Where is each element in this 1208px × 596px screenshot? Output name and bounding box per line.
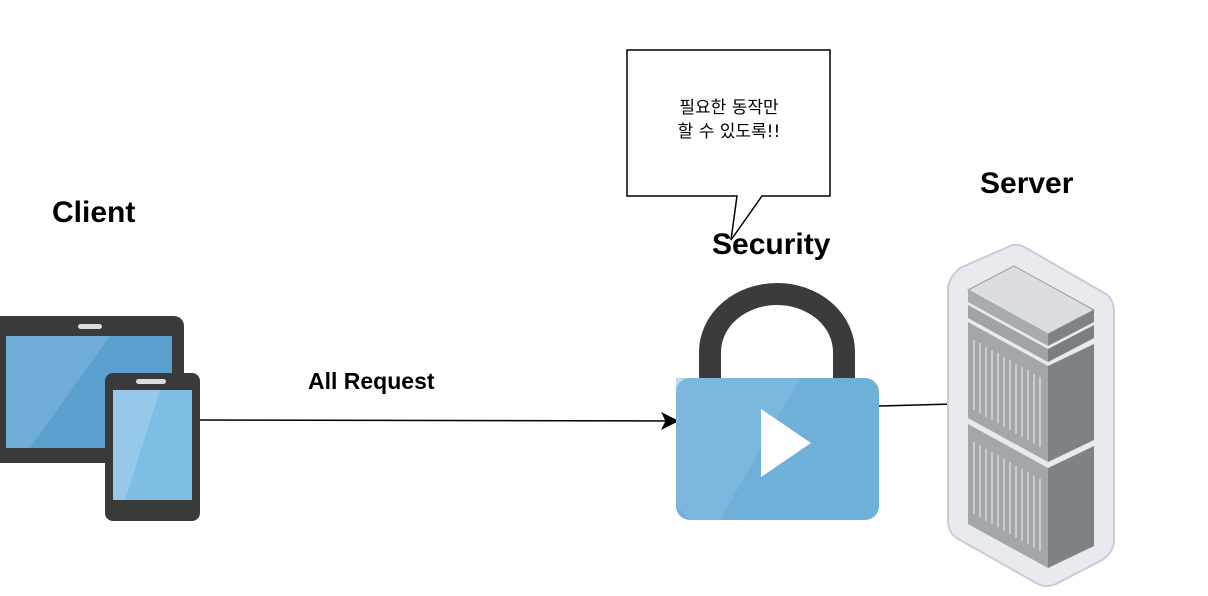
play-icon: [761, 409, 811, 477]
request-arrow: [199, 411, 679, 430]
server-label: Server: [980, 167, 1074, 200]
lock-server-connector: [878, 403, 954, 407]
server-rack-icon: [947, 243, 1115, 587]
request-label: All Request: [308, 368, 435, 394]
security-label: Security: [712, 228, 831, 261]
callout-box: [626, 49, 831, 241]
callout-text: 필요한 동작만 할 수 있도록!!: [628, 96, 830, 144]
client-label: Client: [52, 196, 136, 229]
callout-line-1: 필요한 동작만: [679, 98, 779, 118]
tablet-and-phone-icon: [0, 316, 200, 521]
callout-line-2: 할 수 있도록!!: [677, 122, 781, 142]
lock-icon: [676, 283, 879, 520]
phone-icon: [105, 373, 200, 521]
